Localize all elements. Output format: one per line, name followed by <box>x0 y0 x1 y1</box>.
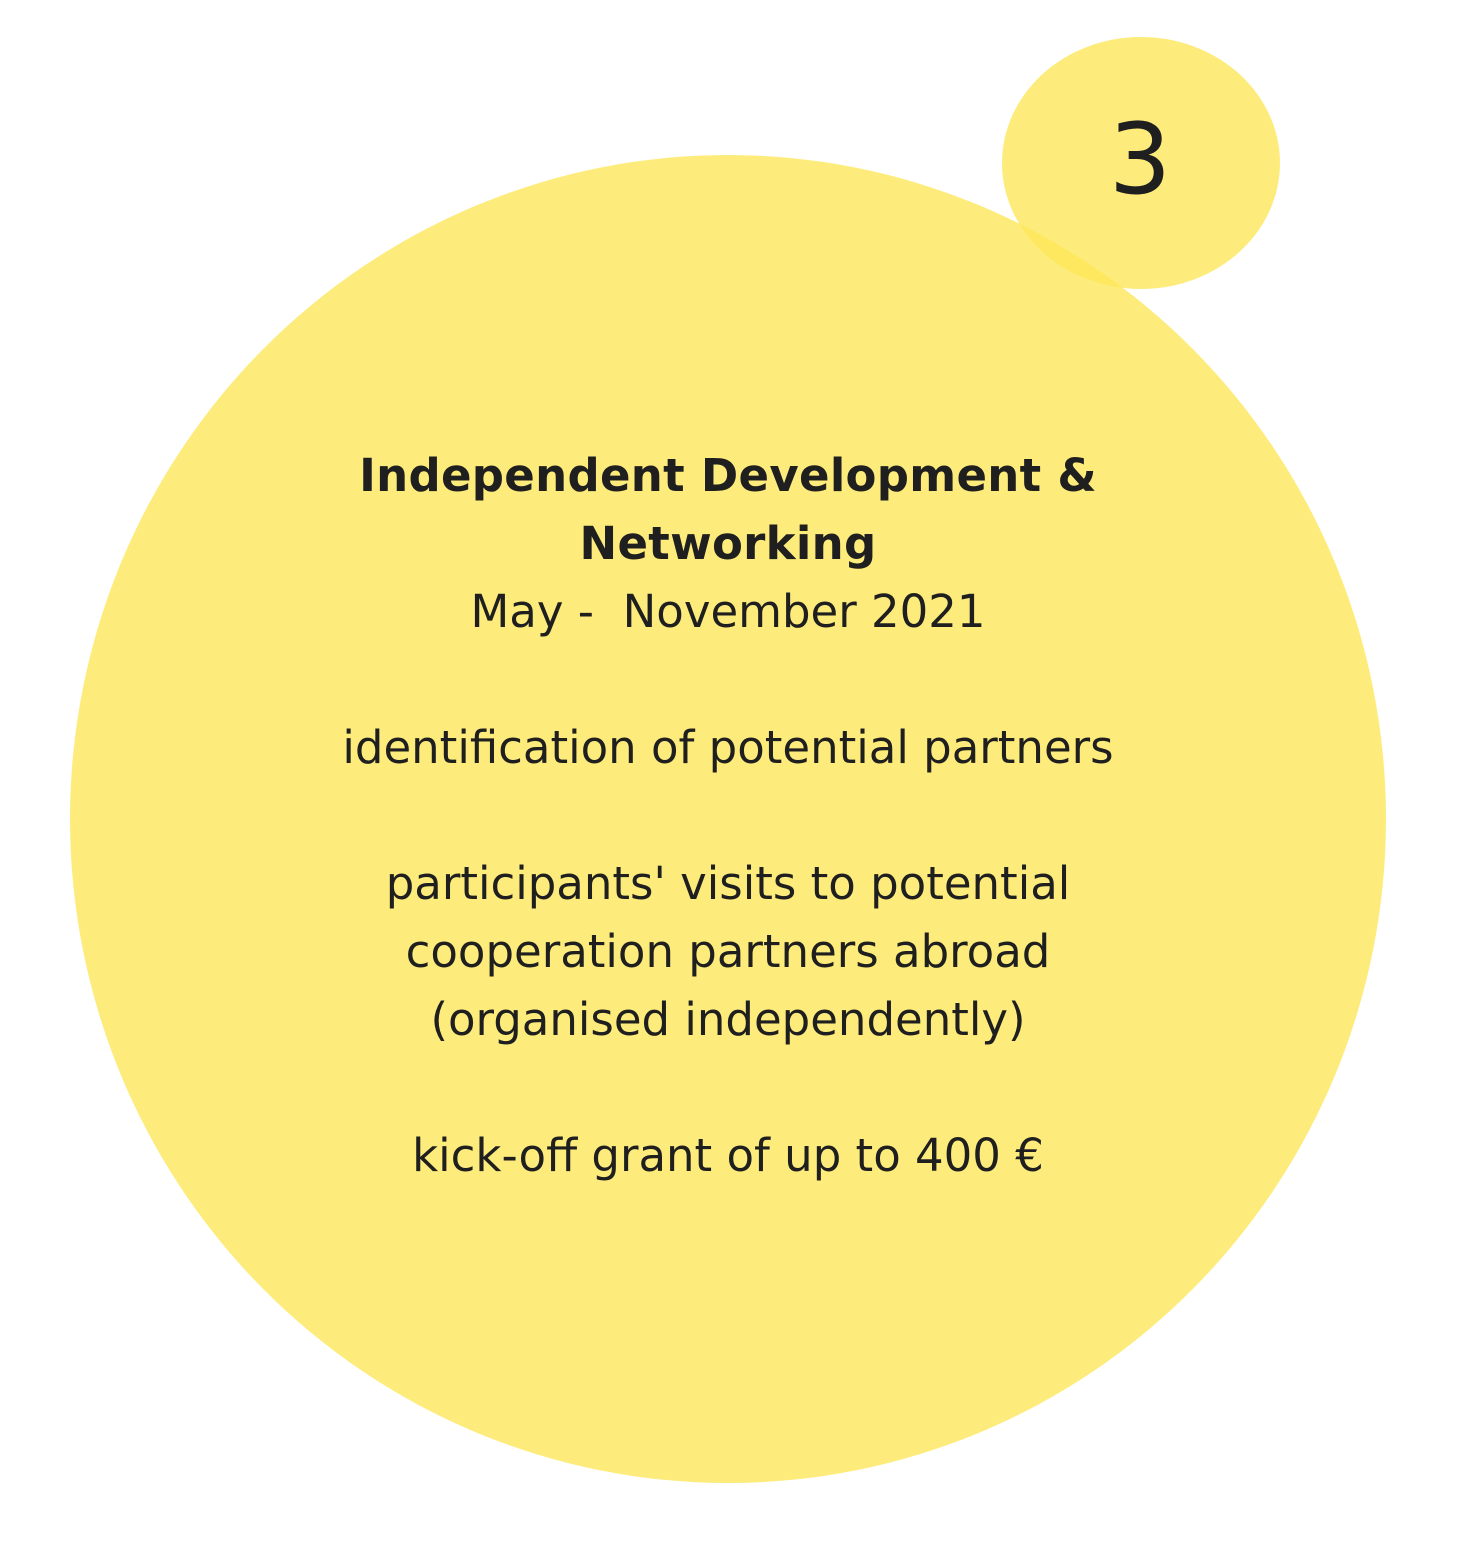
step-badge-circle <box>1002 37 1280 289</box>
phase-item-grant: kick-off grant of up to 400 € <box>412 1129 1044 1182</box>
phase-item-partners: identification of potential partners <box>342 721 1114 774</box>
phase-content: Independent Development & Networking May… <box>228 442 1228 1190</box>
phase-title-line-1: Independent Development & <box>359 449 1097 502</box>
phase-circle <box>70 155 1386 1483</box>
phase-date: May - November 2021 <box>470 585 986 638</box>
phase-item-visits: participants' visits to potential cooper… <box>385 857 1071 1046</box>
step-number: 3 <box>1108 103 1172 217</box>
phase-title-line-2: Networking <box>579 517 877 570</box>
